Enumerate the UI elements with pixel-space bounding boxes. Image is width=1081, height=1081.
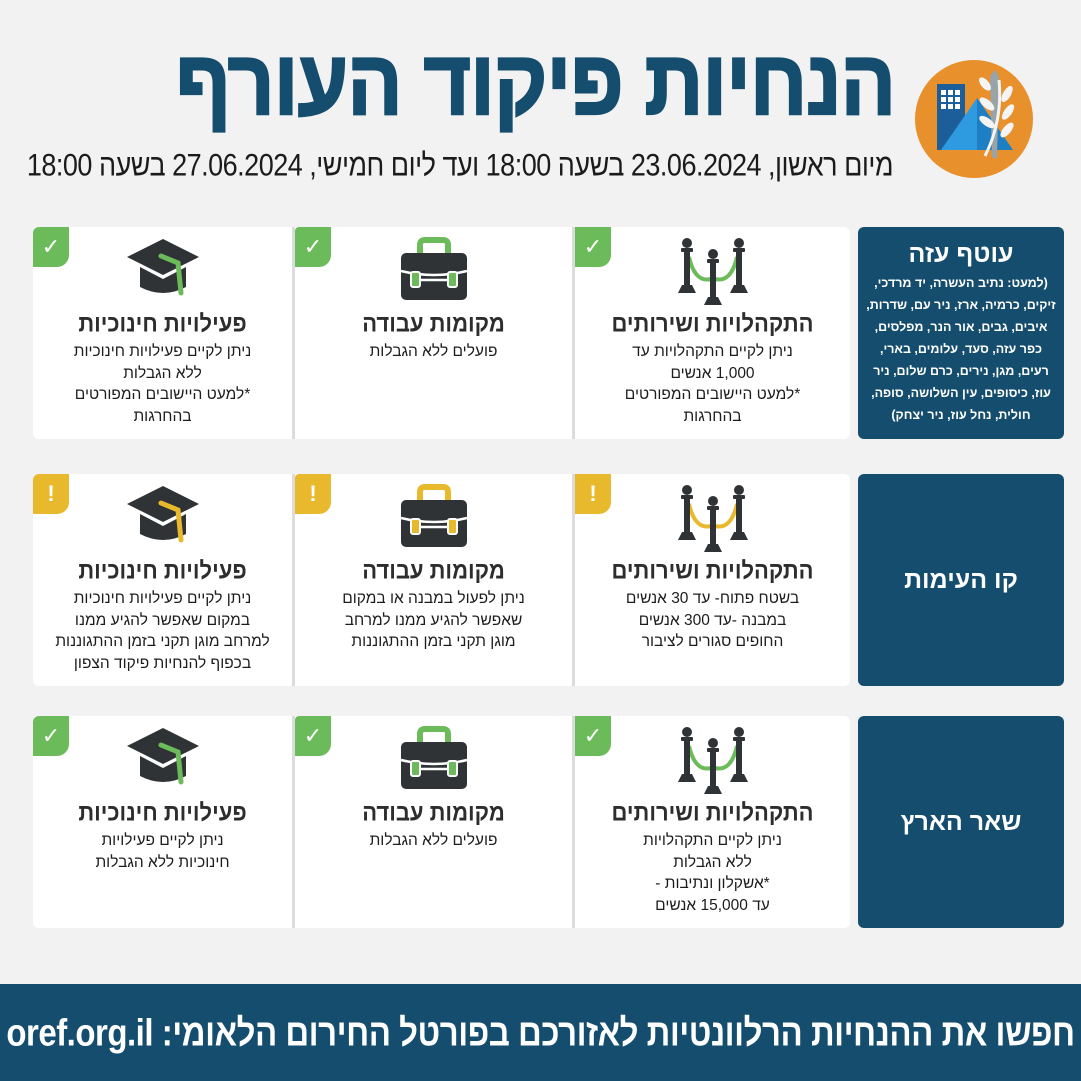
footer-message: חפשו את ההנחיות הרלוונטיות לאזורכם בפורט… [153,1010,1075,1054]
footer-banner: חפשו את ההנחיות הרלוונטיות לאזורכם בפורט… [0,984,1081,1081]
card-text: בשטח פתוח- עד 30 אנשים במבנה -עד 300 אנש… [625,590,800,651]
card-gatherings: ! התקהלויות ושירותים בשטח פתוח- עד 30 אנ… [572,474,850,686]
check-icon: ✓ [295,716,331,756]
zone-label: עוטף עזה (למעט: נתיב העשרה, יד מרדכי, זי… [858,227,1064,439]
graduation-cap-icon [123,482,203,554]
check-icon: ✓ [33,227,69,267]
category-cards: ✓ התקהלויות ושירותים ניתן לקיים התקהלויו… [33,716,850,928]
portal-link[interactable]: oref.org.il [6,1010,154,1054]
category-cards: ! התקהלויות ושירותים בשטח פתוח- עד 30 אנ… [33,474,850,686]
stanchion-icon [673,235,753,307]
zone-name: שאר הארץ [900,808,1022,836]
zone-exclusions: (למעט: נתיב העשרה, יד מרדכי, זיקים, כרמי… [866,276,1056,422]
briefcase-icon [394,724,474,796]
stanchion-icon [673,724,753,796]
card-text: פועלים ללא הגבלות [369,832,498,850]
category-cards: ✓ התקהלויות ושירותים ניתן לקיים התקהלויו… [33,227,850,439]
card-gatherings: ✓ התקהלויות ושירותים ניתן לקיים התקהלויו… [572,716,850,928]
check-icon: ✓ [295,227,331,267]
graduation-cap-icon [123,235,203,307]
zone-row-rest-of-country: שאר הארץ ✓ התקהלויות ושירותים ניתן לקיים… [33,716,1064,928]
card-text: ניתן לקיים פעילויות חינוכיות ללא הגבלות [95,832,230,871]
date-range-subtitle: מיום ראשון, 23.06.2024 בשעה 18:00 ועד לי… [26,148,894,183]
zone-label: קו העימות [858,474,1064,686]
card-title: מקומות עבודה [362,798,505,827]
zone-row-confrontation-line: קו העימות ! התקהלויות ושירותים בשטח פתוח… [33,474,1064,686]
check-icon: ✓ [575,716,611,756]
card-title: מקומות עבודה [362,556,505,585]
footer-text: חפשו את ההנחיות הרלוונטיות לאזורכם בפורט… [6,1010,1075,1055]
stanchion-icon [673,482,753,554]
card-education: ✓ פעילויות חינוכיות ניתן לקיים פעילויות … [33,716,292,928]
card-workplaces: ✓ מקומות עבודה פועלים ללא הגבלות [292,716,572,928]
header: הנחיות פיקוד העורף מיום ראשון, 23.06.202… [0,0,1081,210]
zone-row-gaza-envelope: עוטף עזה (למעט: נתיב העשרה, יד מרדכי, זי… [33,227,1064,439]
home-front-command-logo-icon [915,60,1033,178]
card-title: פעילויות חינוכיות [78,556,247,585]
card-text: ניתן לקיים פעילויות חינוכיות ללא הגבלות … [73,343,252,425]
briefcase-icon [394,235,474,307]
graduation-cap-icon [123,724,203,796]
warning-icon: ! [33,474,69,514]
warning-icon: ! [295,474,331,514]
card-title: התקהלויות ושירותים [611,556,814,585]
card-education: ! פעילויות חינוכיות ניתן לקיים פעילויות … [33,474,292,686]
page-title: הנחיות פיקוד העורף [175,32,897,135]
card-title: התקהלויות ושירותים [611,309,814,338]
card-title: פעילויות חינוכיות [78,798,247,827]
zone-name: קו העימות [904,566,1018,594]
card-text: פועלים ללא הגבלות [369,343,498,361]
card-workplaces: ! מקומות עבודה ניתן לפעול במבנה או במקום… [292,474,572,686]
card-education: ✓ פעילויות חינוכיות ניתן לקיים פעילויות … [33,227,292,439]
card-text: ניתן לקיים התקהלויות עד 1,000 אנשים *למע… [624,343,801,425]
check-icon: ✓ [575,227,611,267]
card-title: התקהלויות ושירותים [611,798,814,827]
card-title: מקומות עבודה [362,309,505,338]
check-icon: ✓ [33,716,69,756]
card-text: ניתן לקיים פעילויות חינוכיות במקום שאפשר… [55,590,270,672]
briefcase-icon [394,482,474,554]
zone-name: עוטף עזה [908,240,1014,269]
card-text: ניתן לפעול במבנה או במקום שאפשר להגיע ממ… [342,590,525,651]
card-gatherings: ✓ התקהלויות ושירותים ניתן לקיים התקהלויו… [572,227,850,439]
warning-icon: ! [575,474,611,514]
card-title: פעילויות חינוכיות [78,309,247,338]
card-text: ניתן לקיים התקהלויות ללא הגבלות *אשקלון … [643,832,782,914]
card-workplaces: ✓ מקומות עבודה פועלים ללא הגבלות [292,227,572,439]
zone-label: שאר הארץ [858,716,1064,928]
